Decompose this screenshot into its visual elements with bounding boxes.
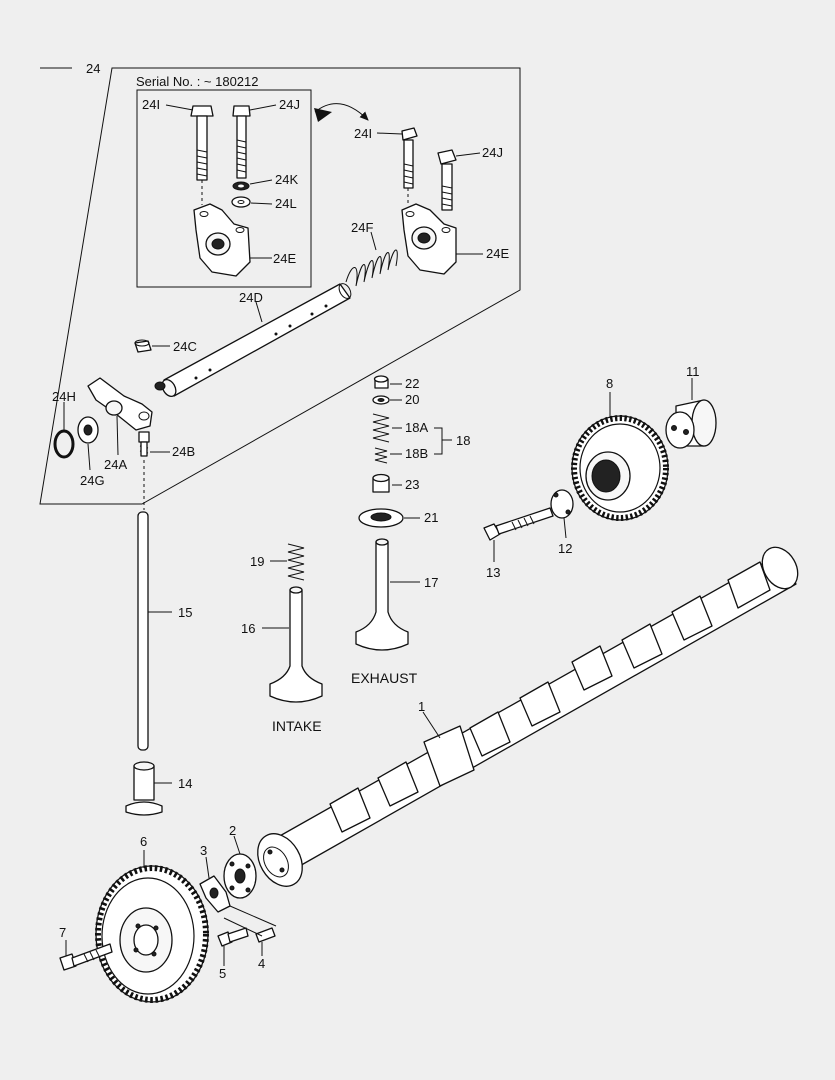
part-24D-rocker-shaft: 24D — [161, 283, 352, 398]
part-17-exhaust-valve: 17 EXHAUST — [351, 538, 438, 686]
callout-24A: 24A — [104, 457, 127, 472]
callout-24J: 24J — [482, 145, 503, 160]
callout-8: 8 — [606, 376, 613, 391]
part-2-thrust-plate: 2 — [223, 823, 257, 899]
part-24J-bolt: 24J — [437, 145, 503, 211]
callout-24E-inset: 24E — [273, 251, 296, 266]
callout-24K: 24K — [275, 172, 298, 187]
part-24G-washer: 24G — [77, 416, 105, 488]
caption-intake: INTAKE — [272, 718, 322, 734]
callout-24J-inset: 24J — [279, 97, 300, 112]
callout-24B: 24B — [172, 444, 195, 459]
callout-12: 12 — [558, 541, 572, 556]
callout-4: 4 — [258, 956, 265, 971]
part-13-bolt: 13 — [483, 507, 554, 580]
part-4-dowel-pin: 4 — [223, 905, 277, 971]
part-18A-outer-spring: 18A — [372, 413, 428, 443]
part-20-cotter: 20 — [372, 392, 419, 407]
callout-3: 3 — [200, 843, 207, 858]
part-16-intake-valve: 16 INTAKE — [241, 586, 323, 734]
part-24E-bracket: 24E — [401, 203, 509, 275]
callout-5: 5 — [219, 966, 226, 981]
part-24L-flat-washer: 24L — [231, 196, 297, 211]
callout-6: 6 — [140, 834, 147, 849]
callout-24F: 24F — [351, 220, 373, 235]
callout-18B: 18B — [405, 446, 428, 461]
callout-24D: 24D — [239, 290, 263, 305]
part-11-idler-shaft: 11 — [665, 364, 717, 449]
callout-1: 1 — [418, 699, 425, 714]
replacement-arrow — [314, 103, 369, 121]
callout-15: 15 — [178, 605, 192, 620]
callout-24I-inset: 24I — [142, 97, 160, 112]
callout-18: 18 — [456, 433, 470, 448]
callout-13: 13 — [486, 565, 500, 580]
part-23-valve-seal: 23 — [372, 473, 419, 493]
part-22-valve-cap: 22 — [373, 375, 419, 391]
callout-20: 20 — [405, 392, 419, 407]
part-14-tappet: 14 — [125, 761, 192, 816]
callout-24I: 24I — [354, 126, 372, 141]
callout-16: 16 — [241, 621, 255, 636]
part-8-idler-gear: 8 — [571, 376, 669, 521]
part-24I-inset-bolt: 24I — [142, 97, 214, 205]
serial-inset-box: Serial No. : ~ 180212 — [136, 74, 369, 288]
serial-number-note: Serial No. : ~ 180212 — [136, 74, 259, 89]
part-24I-bolt: 24I — [354, 126, 418, 205]
callout-22: 22 — [405, 376, 419, 391]
part-6-camshaft-gear: 6 — [95, 834, 209, 1003]
callout-24: 24 — [86, 61, 100, 76]
part-19-intake-spring: 19 — [250, 543, 305, 581]
caption-exhaust: EXHAUST — [351, 670, 418, 686]
callout-17: 17 — [424, 575, 438, 590]
callout-23: 23 — [405, 477, 419, 492]
callout-19: 19 — [250, 554, 264, 569]
callout-24E: 24E — [486, 246, 509, 261]
part-24B-adjusting-screw: 24B — [138, 431, 195, 459]
callout-24C: 24C — [173, 339, 197, 354]
part-24E-inset-bracket: 24E — [193, 203, 296, 277]
part-21-spring-seat: 21 — [358, 508, 438, 528]
part-24J-inset-bolt: 24J — [232, 97, 300, 179]
assembly-24-boundary: 24 — [39, 61, 521, 505]
part-18B-inner-spring: 18B — [374, 446, 428, 464]
callout-21: 21 — [424, 510, 438, 525]
part-24K-lock-washer: 24K — [232, 172, 298, 191]
part-1-camshaft: 1 — [257, 546, 799, 887]
callout-24L: 24L — [275, 196, 297, 211]
callout-2: 2 — [229, 823, 236, 838]
part-15-push-rod: 15 — [137, 460, 192, 751]
part-24H-snap-ring: 24H — [52, 389, 76, 459]
part-5-bolt: 5 — [217, 927, 249, 981]
callout-24G: 24G — [80, 473, 105, 488]
part-24C-nut: 24C — [134, 339, 197, 354]
part-12-thrust-washer: 12 — [550, 489, 574, 556]
callout-7: 7 — [59, 925, 66, 940]
callout-14: 14 — [178, 776, 192, 791]
part-24F-spring: 24F — [345, 220, 398, 287]
callout-11: 11 — [686, 364, 700, 379]
part-24A-rocker-arm: 24A — [87, 377, 166, 472]
callout-18-bracket: 18 — [434, 427, 470, 455]
part-7-bolt: 7 — [59, 925, 113, 971]
callout-24H: 24H — [52, 389, 76, 404]
callout-18A: 18A — [405, 420, 428, 435]
